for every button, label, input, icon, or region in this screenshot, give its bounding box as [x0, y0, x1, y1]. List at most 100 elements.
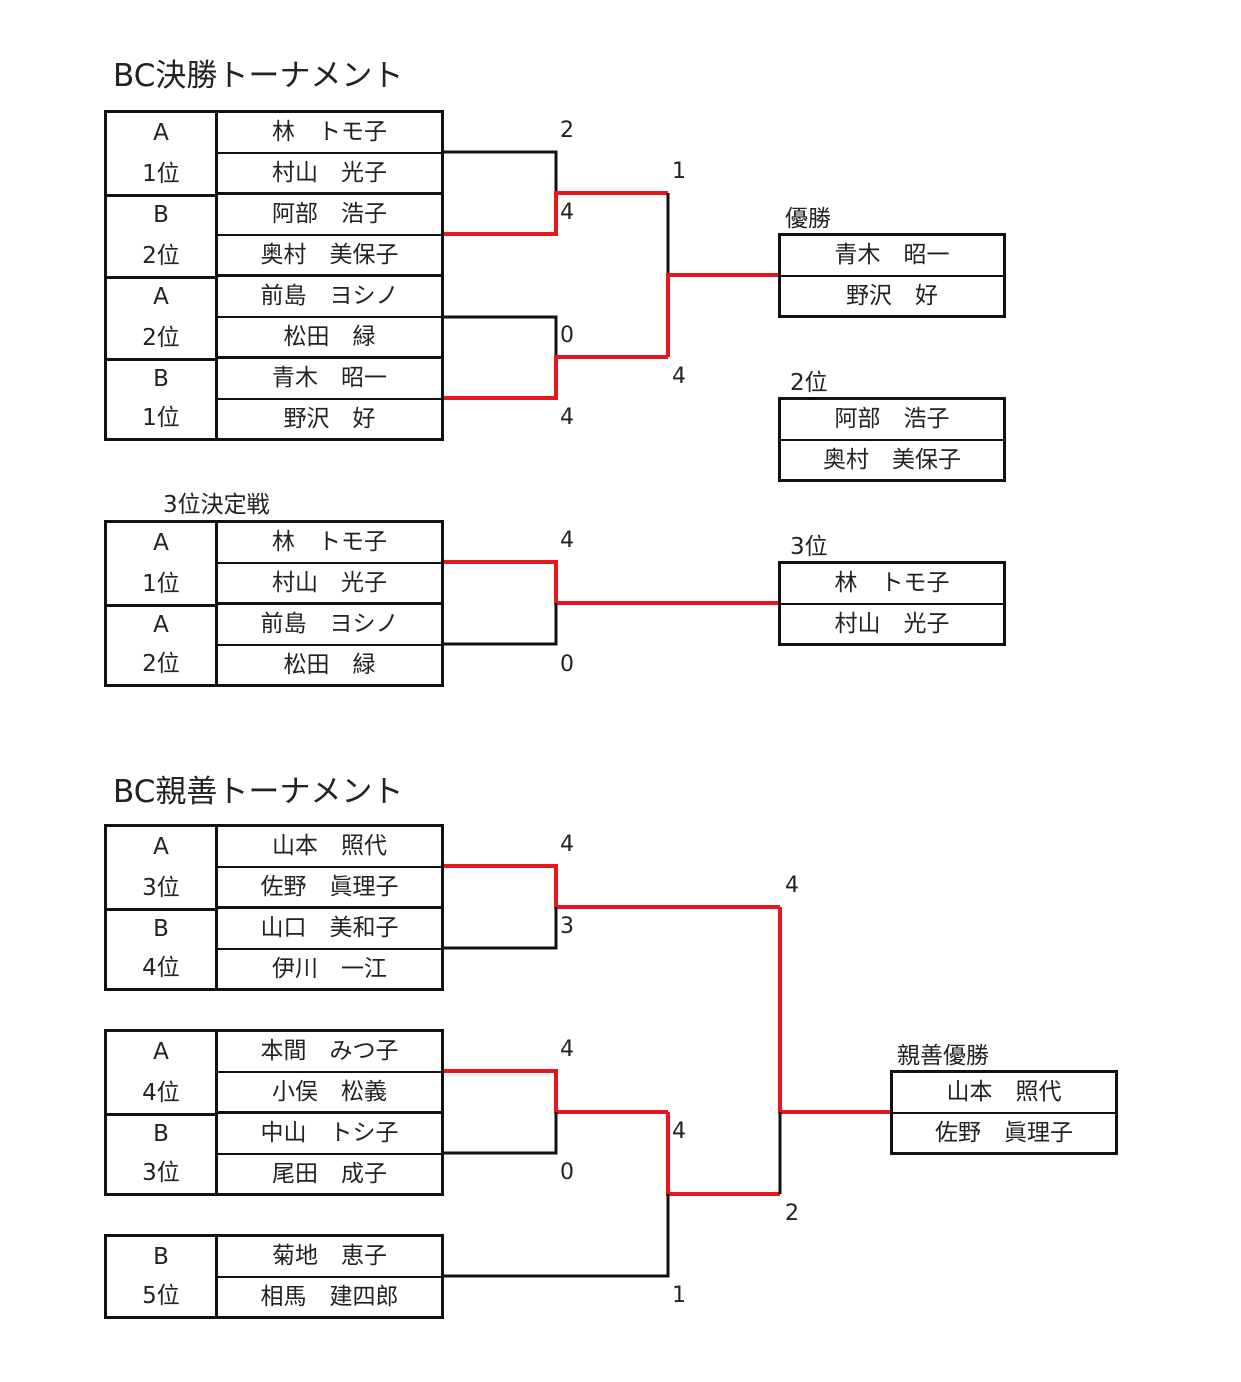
player-name: 青木 昭一	[781, 236, 1003, 277]
second-label: 2位	[790, 370, 828, 396]
seed-rank: 5位	[142, 1283, 180, 1309]
player-name: 佐野 眞理子	[935, 1120, 1073, 1146]
player-name: 相馬 建四郎	[260, 1284, 399, 1310]
player-name: 松田 緑	[218, 318, 441, 359]
seed-rank: 1位	[142, 161, 180, 187]
finals-title: BC決勝トーナメント	[113, 58, 404, 94]
line-3rd-win	[443, 560, 780, 605]
player-name: 林 トモ子	[218, 523, 441, 564]
seed-letter: B	[153, 366, 169, 392]
seed-cell: A 1位	[107, 113, 218, 197]
line-f2-lose	[443, 315, 558, 357]
seed-letter: A	[153, 530, 169, 556]
champion-label: 優勝	[785, 206, 831, 232]
seed-rank: 4位	[142, 955, 180, 981]
seed-cell: B 5位	[107, 1237, 218, 1316]
score: 4	[672, 364, 686, 389]
seed-cell: A 2位	[107, 277, 218, 361]
player-name: 野沢 好	[846, 283, 938, 309]
player-name: 中山 トシ子	[218, 1114, 441, 1155]
seed-letter: A	[153, 834, 169, 860]
seed-cell: A 3位	[107, 827, 218, 911]
score: 1	[672, 159, 686, 184]
seed-letter: B	[153, 1121, 169, 1147]
line-p2-win	[443, 1069, 668, 1114]
score: 4	[560, 405, 574, 430]
score: 0	[560, 323, 574, 348]
player-name: 尾田 成子	[272, 1161, 387, 1187]
player-names: 林 トモ子 村山 光子 阿部 浩子 奥村 美保子 前島 ヨシノ 松田 緑 青木 …	[218, 113, 441, 438]
player-names: 本間 みつ子 小俣 松義 中山 トシ子 尾田 成子	[218, 1032, 441, 1193]
player-name: 村山 光子	[834, 611, 950, 637]
score: 3	[560, 914, 574, 939]
seed-cell: B 2位	[107, 195, 218, 279]
player-name: 前島 ヨシノ	[218, 605, 441, 646]
player-name: 山口 美和子	[218, 909, 441, 950]
player-name: 前島 ヨシノ	[218, 277, 441, 318]
player-name: 林 トモ子	[218, 113, 441, 154]
player-name: 野沢 好	[283, 406, 376, 432]
seed-letter: A	[153, 612, 169, 638]
player-name: 松田 緑	[283, 652, 376, 678]
seed-cell: B 4位	[107, 909, 218, 988]
seed-rank: 2位	[142, 243, 180, 269]
third-box: 林 トモ子 村山 光子	[778, 561, 1006, 646]
line-p2-lose	[443, 1112, 558, 1155]
line-3rd-lose	[443, 603, 558, 646]
third-label: 3位	[790, 534, 828, 560]
second-box: 阿部 浩子 奥村 美保子	[778, 397, 1006, 482]
score: 4	[785, 873, 799, 898]
finals-entries: A 1位 B 2位 A 2位 B 1位 林 トモ子 村山 光子 阿部 浩子 奥村…	[104, 110, 444, 441]
score: 4	[560, 528, 574, 553]
friendly-champion-label: 親善優勝	[897, 1043, 989, 1069]
line-p1-lose	[443, 907, 558, 950]
seed-letter: A	[153, 284, 169, 310]
player-name: 伊川 一江	[272, 956, 387, 982]
player-name: 青木 昭一	[218, 359, 441, 400]
player-name: 村山 光子	[218, 154, 441, 195]
player-name: 山本 照代	[893, 1073, 1115, 1114]
player-names: 山本 照代 佐野 眞理子 山口 美和子 伊川 一江	[218, 827, 441, 988]
player-name: 村山 光子	[218, 564, 441, 605]
player-name: 奥村 美保子	[218, 236, 441, 277]
friendly-champion-box: 山本 照代 佐野 眞理子	[890, 1070, 1118, 1155]
seed-cell: B 1位	[107, 359, 218, 438]
seed-letter: A	[153, 120, 169, 146]
score: 4	[560, 832, 574, 857]
champion-box: 青木 昭一 野沢 好	[778, 233, 1006, 318]
friendly-title: BC親善トーナメント	[113, 774, 404, 810]
score: 0	[560, 652, 574, 677]
line-p3-lose	[443, 1194, 670, 1278]
seed-rank: 3位	[142, 875, 180, 901]
line-p1-win	[443, 864, 780, 909]
player-name: 山本 照代	[218, 827, 441, 868]
seed-letter: B	[153, 916, 169, 942]
score: 0	[560, 1160, 574, 1185]
player-name: 阿部 浩子	[218, 195, 441, 236]
score: 2	[560, 118, 574, 143]
line-f1-win	[443, 191, 668, 236]
score: 4	[560, 1037, 574, 1062]
line-pf-win	[778, 907, 892, 1114]
seed-letter: A	[153, 1039, 169, 1065]
seed-rank: 2位	[142, 651, 180, 677]
player-name: 本間 みつ子	[218, 1032, 441, 1073]
seed-rank: 4位	[142, 1080, 180, 1106]
seed-letter: B	[153, 202, 169, 228]
seed-rank: 2位	[142, 325, 180, 351]
score: 4	[672, 1119, 686, 1144]
seed-rank: 1位	[142, 405, 180, 431]
score: 2	[785, 1201, 799, 1226]
seed-letter: B	[153, 1244, 169, 1270]
seed-cell: A 4位	[107, 1032, 218, 1116]
player-name: 奥村 美保子	[823, 447, 961, 473]
player-name: 佐野 眞理子	[218, 868, 441, 909]
player-name: 小俣 松義	[218, 1073, 441, 1114]
player-name: 菊地 恵子	[218, 1237, 441, 1278]
third-place-entries: A 1位 A 2位 林 トモ子 村山 光子 前島 ヨシノ 松田 緑	[104, 520, 444, 687]
friendly-entries-3: B 5位 菊地 恵子 相馬 建四郎	[104, 1234, 444, 1319]
friendly-entries-2: A 4位 B 3位 本間 みつ子 小俣 松義 中山 トシ子 尾田 成子	[104, 1029, 444, 1196]
line-f1-lose	[443, 150, 558, 193]
line-f2-win	[443, 355, 668, 400]
